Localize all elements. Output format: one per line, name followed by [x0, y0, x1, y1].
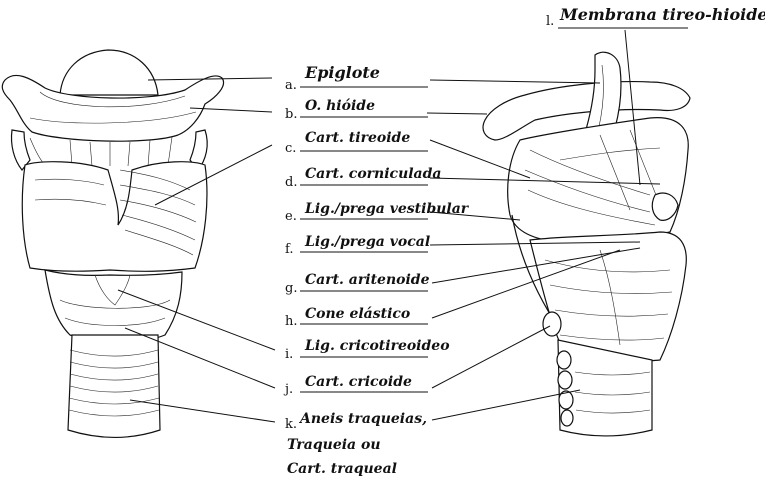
label-f: f. Lig./prega vocal — [285, 234, 430, 257]
label-f-letter: f. — [285, 242, 293, 257]
label-a-answer: Epiglote — [304, 63, 380, 82]
label-k-answer-line3: Cart. traqueal — [287, 461, 397, 477]
label-g-answer: Cart. aritenoide — [305, 272, 430, 288]
label-k-letter: k. — [285, 417, 297, 432]
label-j-letter: j. — [283, 382, 293, 397]
label-e-answer: Lig./prega vestibular — [304, 201, 470, 217]
label-a-letter: a. — [285, 78, 297, 93]
label-k-answer-line2: Traqueia ou — [287, 437, 381, 453]
label-h-answer: Cone elástico — [305, 306, 410, 322]
label-g-letter: g. — [285, 281, 297, 296]
label-f-answer: Lig./prega vocal — [304, 234, 430, 250]
label-l-answer: Membrana tireo-hioidea — [559, 5, 765, 24]
label-h-letter: h. — [285, 314, 298, 329]
label-l-letter: l. — [546, 14, 554, 29]
label-b-answer: O. hióide — [305, 98, 375, 114]
lateral-view-illustration — [482, 51, 691, 437]
label-c-letter: c. — [285, 141, 296, 156]
label-g: g. Cart. aritenoide — [285, 272, 430, 296]
label-i: i. Lig. cricotireoideo — [285, 338, 450, 362]
label-k: k. Aneis traqueias, Traqueia ou Cart. tr… — [285, 411, 427, 477]
label-c-answer: Cart. tireoide — [305, 130, 410, 146]
label-b: b. O. hióide — [285, 98, 428, 122]
leader-lines — [117, 29, 661, 423]
label-e: e. Lig./prega vestibular — [285, 201, 470, 224]
label-c: c. Cart. tireoide — [285, 130, 428, 156]
label-e-letter: e. — [285, 209, 297, 224]
label-l: l. Membrana tireo-hioidea — [546, 5, 765, 29]
label-j-answer: Cart. cricoide — [305, 374, 412, 390]
label-h: h. Cone elástico — [285, 306, 428, 329]
label-d-letter: d. — [285, 175, 297, 190]
label-d: d. Cart. corniculada — [285, 166, 442, 190]
label-a: a. Epiglote — [285, 63, 428, 93]
label-i-answer: Lig. cricotireoideo — [304, 338, 450, 354]
anterior-view-illustration — [1, 49, 225, 439]
label-i-letter: i. — [285, 347, 293, 362]
label-j: j. Cart. cricoide — [283, 374, 428, 397]
label-b-letter: b. — [285, 107, 297, 122]
label-d-answer: Cart. corniculada — [305, 166, 442, 182]
label-k-answer: Aneis traqueias, — [298, 411, 427, 427]
